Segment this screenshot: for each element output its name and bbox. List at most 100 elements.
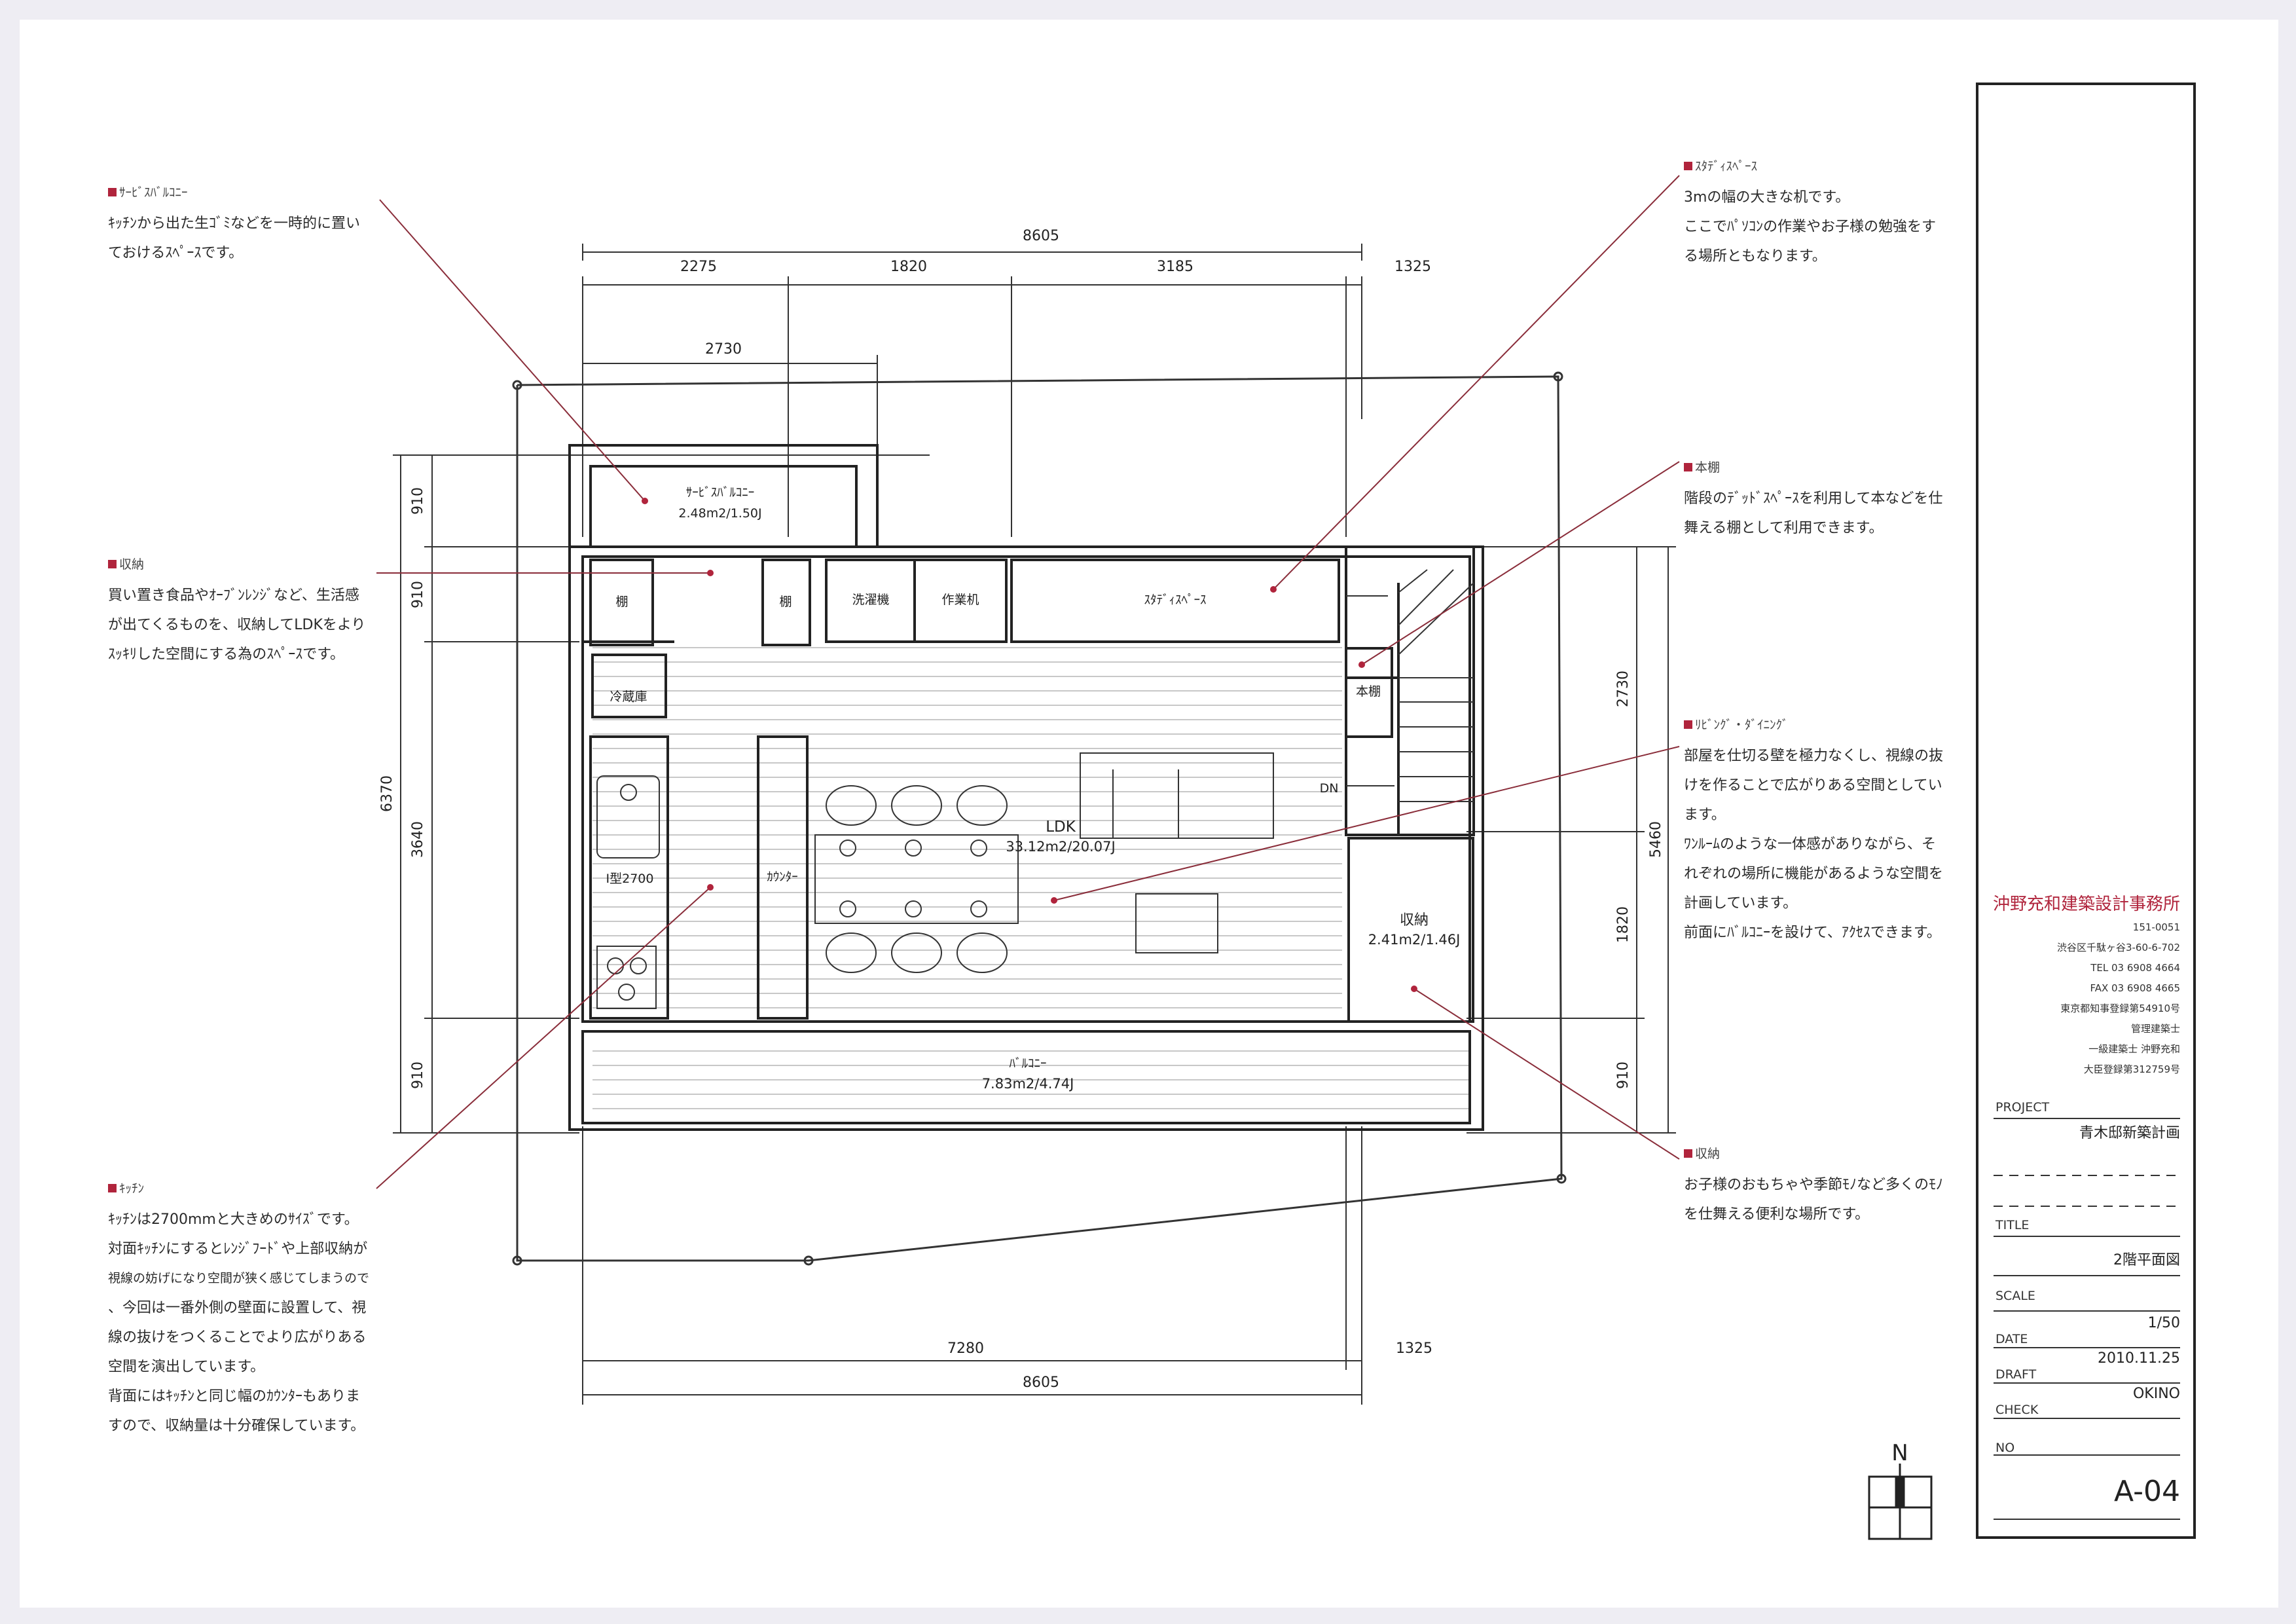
firm-line: 一級建築士 沖野充和 [2088,1043,2180,1055]
note-study-title: ｽﾀﾃﾞｨｽﾍﾟｰｽ [1684,152,1936,181]
note-line: お子様のおもちゃや季節ﾓﾉなど多くのﾓﾉ [1684,1177,1944,1193]
label-kitchen-length: I型2700 [606,872,654,886]
project-value: 青木邸新築計画 [2079,1125,2180,1141]
note-line: ｽｯｷﾘした空間にする為のｽﾍﾟｰｽです。 [108,646,345,663]
title-block-rules [1994,1118,2180,1520]
note-line: けを作ることで広がりある空間としてい [1684,777,1942,794]
note-line: 視線の妨げになり空間が狭く感じてしまうので [108,1271,370,1285]
scale-value: 1/50 [2147,1315,2180,1331]
draft-value: OKINO [2132,1386,2180,1402]
living-furniture [1080,752,1274,953]
note-study: ｽﾀﾃﾞｨｽﾍﾟｰｽ 3mの幅の大きな机です。 ここでﾊﾟｿｺﾝの作業やお子様の… [1684,152,1936,271]
ldk-floor [655,645,1342,1018]
firm-line: 管理建築士 [2130,1023,2180,1035]
leader-dots [642,498,1417,992]
scale-label: SCALE [1995,1289,2035,1303]
dim-top-seg2: 1820 [890,259,927,275]
note-service-balcony-title: ｻｰﾋﾞｽﾊﾞﾙｺﾆｰ [108,178,360,208]
note-storage-right-title: 収納 [1684,1139,1943,1169]
dim-top-balcony: 2730 [705,341,742,358]
note-line: が出てくるものを、収納してLDKをより [108,617,366,633]
title-value: 2階平面図 [2113,1252,2180,1268]
project-label: PROJECT [1995,1100,2050,1115]
site-outline [512,371,1567,1266]
note-line: ておけるｽﾍﾟｰｽです。 [108,245,244,261]
firm-line: 東京都知事登録第54910号 [2060,1003,2180,1014]
kitchen-floor [592,645,658,1018]
note-line: ﾜﾝﾙｰﾑのような一体感がありながら、そ [1684,836,1937,853]
note-line: ここでﾊﾟｿｺﾝの作業やお子様の勉強をす [1684,219,1937,235]
note-bookshelf: 本棚 階段のﾃﾞｯﾄﾞｽﾍﾟｰｽを利用して本などを仕 舞える棚として利用できます… [1684,453,1942,543]
label-storage-area: 2.41m2/1.46J [1368,932,1461,948]
label-study-space: ｽﾀﾃﾞｨｽﾍﾟｰｽ [1144,593,1206,607]
square-bullet-icon [1684,463,1692,471]
dim-right-seg1: 2730 [1615,671,1631,707]
note-kitchen-title: ｷｯﾁﾝ [108,1174,369,1204]
draft-label: DRAFT [1995,1367,2037,1382]
dimension-lines [393,244,1676,1405]
dim-left-seg4: 910 [410,1061,426,1089]
label-counter: ｶｳﾝﾀｰ [767,870,798,884]
note-storage-right: 収納 お子様のおもちゃや季節ﾓﾉなど多くのﾓﾉ を仕舞える便利な場所です。 [1684,1139,1943,1229]
label-work-machine: 作業机 [941,593,979,607]
note-storage-left: 収納 買い置き食品やｵｰﾌﾞﾝﾚﾝｼﾞなど、生活感 が出てくるものを、収納してL… [108,550,365,669]
note-kitchen: ｷｯﾁﾝ ｷｯﾁﾝは2700mmと大きめのｻｲｽﾞです。 対面ｷｯﾁﾝにするとﾚ… [108,1174,369,1441]
square-bullet-icon [1684,1149,1692,1158]
balcony-floor [592,1044,1470,1115]
dim-top-seg1: 2275 [680,259,717,275]
dim-bottom-total: 8605 [1023,1375,1059,1391]
note-line: 3mの幅の大きな机です。 [1684,189,1850,206]
firm-line: FAX 03 6908 4665 [2090,982,2180,994]
firm-line: TEL 03 6908 4664 [2090,962,2180,974]
note-line: 対面ｷｯﾁﾝにするとﾚﾝｼﾞﾌｰﾄﾞや上部収納が [108,1241,368,1257]
note-line: る場所ともなります。 [1684,248,1827,265]
note-line: 部屋を仕切る壁を極力なくし、視線の抜 [1684,748,1944,764]
dim-left-total: 6370 [379,775,395,812]
note-line: ます。 [1684,807,1726,823]
note-living-title: ﾘﾋﾞﾝｸﾞ・ﾀﾞｲﾆﾝｸﾞ [1684,710,1943,740]
label-ldk: LDK [1046,819,1076,836]
firm-name: 沖野充和建築設計事務所 [1992,895,2180,914]
note-storage-left-title: 収納 [108,550,365,580]
note-line: を仕舞える便利な場所です。 [1684,1206,1870,1223]
note-line: ｷｯﾁﾝは2700mmと大きめのｻｲｽﾞです。 [108,1211,359,1228]
north-arrow [1868,1464,1933,1540]
label-balcony-area: 7.83m2/4.74J [982,1076,1074,1092]
dimension-labels: 8605 2275 1820 3185 1325 2730 7280 1325 … [379,228,1664,1391]
label-washer: 洗濯機 [852,593,889,607]
square-bullet-icon [1684,720,1692,729]
label-service-balcony: ｻｰﾋﾞｽﾊﾞﾙｺﾆｰ [686,485,755,500]
dim-right-total: 5460 [1648,821,1664,858]
dim-top-total: 8605 [1023,228,1059,244]
dim-left-seg2: 910 [410,581,426,608]
square-bullet-icon [108,188,117,196]
square-bullet-icon [108,1184,117,1192]
note-line: すので、収納量は十分確保しています。 [108,1418,365,1434]
label-ldk-area: 33.12m2/20.07J [1006,839,1115,855]
firm-line: 渋谷区千駄ヶ谷3-60-6-702 [2056,942,2180,953]
firm-line: 大臣登録第312759号 [2083,1063,2180,1075]
label-balcony: ﾊﾞﾙｺﾆｰ [1009,1056,1046,1071]
dim-top-seg3: 3185 [1157,259,1194,275]
check-label: CHECK [1995,1403,2039,1417]
note-line: れぞれの場所に機能があるような空間を [1684,866,1944,882]
date-value: 2010.11.25 [2098,1350,2180,1367]
dim-right-seg2: 1820 [1615,906,1631,943]
north-label: N [1891,1440,1908,1466]
note-line: 舞える棚として利用できます。 [1684,520,1884,536]
note-line: 背面にはｷｯﾁﾝと同じ幅のｶｳﾝﾀｰもありま [108,1388,361,1405]
date-label: DATE [1995,1332,2028,1346]
square-bullet-icon [108,560,117,568]
note-line: 前面にﾊﾞﾙｺﾆｰを設けて、ｱｸｾｽできます。 [1684,925,1941,941]
note-line: 階段のﾃﾞｯﾄﾞｽﾍﾟｰｽを利用して本などを仕 [1684,490,1943,507]
note-living: ﾘﾋﾞﾝｸﾞ・ﾀﾞｲﾆﾝｸﾞ 部屋を仕切る壁を極力なくし、視線の抜 けを作ること… [1684,710,1943,948]
label-shelf-a: 棚 [615,595,628,609]
stair-treads [1346,569,1474,802]
note-line: 買い置き食品やｵｰﾌﾞﾝﾚﾝｼﾞなど、生活感 [108,587,359,604]
label-storage: 収納 [1400,912,1429,929]
square-bullet-icon [1684,162,1692,170]
note-line: 空間を演出しています。 [108,1359,265,1375]
label-bookshelf: 本棚 [1356,684,1381,699]
label-shelf-b: 棚 [779,595,792,609]
